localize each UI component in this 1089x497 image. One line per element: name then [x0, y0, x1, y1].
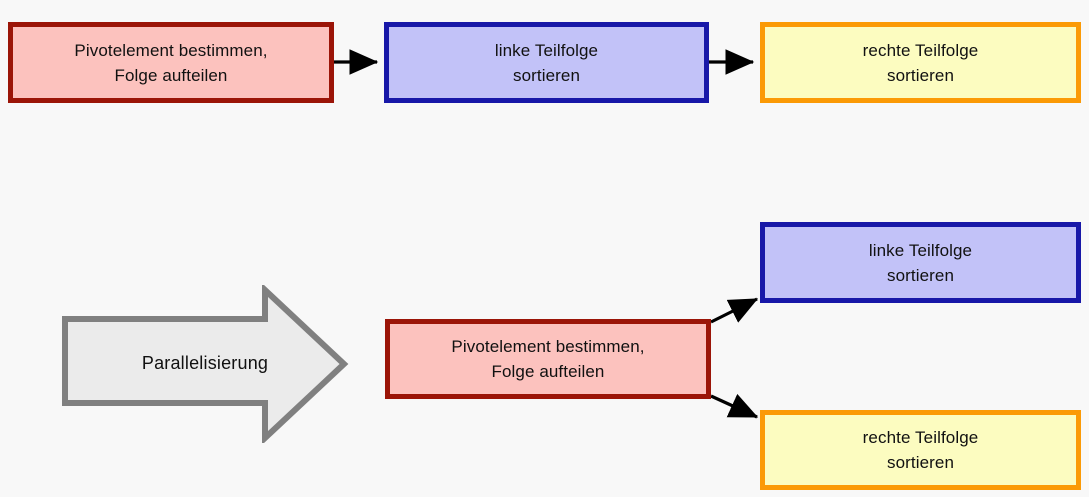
- node-seq-left[interactable]: linke Teilfolge sortieren: [384, 22, 709, 103]
- block-arrow-parallelisierung: Parallelisierung: [60, 285, 350, 443]
- node-par-right[interactable]: rechte Teilfolge sortieren: [760, 410, 1081, 490]
- block-arrow-right-icon: [62, 285, 349, 443]
- node-seq-pivot[interactable]: Pivotelement bestimmen, Folge aufteilen: [8, 22, 334, 103]
- node-par-pivot[interactable]: Pivotelement bestimmen, Folge aufteilen: [385, 319, 711, 399]
- connector-par-pivot-to-par-left: [710, 297, 759, 324]
- connector-par-pivot-to-par-right: [710, 393, 759, 419]
- node-seq-right[interactable]: rechte Teilfolge sortieren: [760, 22, 1081, 103]
- node-par-left[interactable]: linke Teilfolge sortieren: [760, 222, 1081, 303]
